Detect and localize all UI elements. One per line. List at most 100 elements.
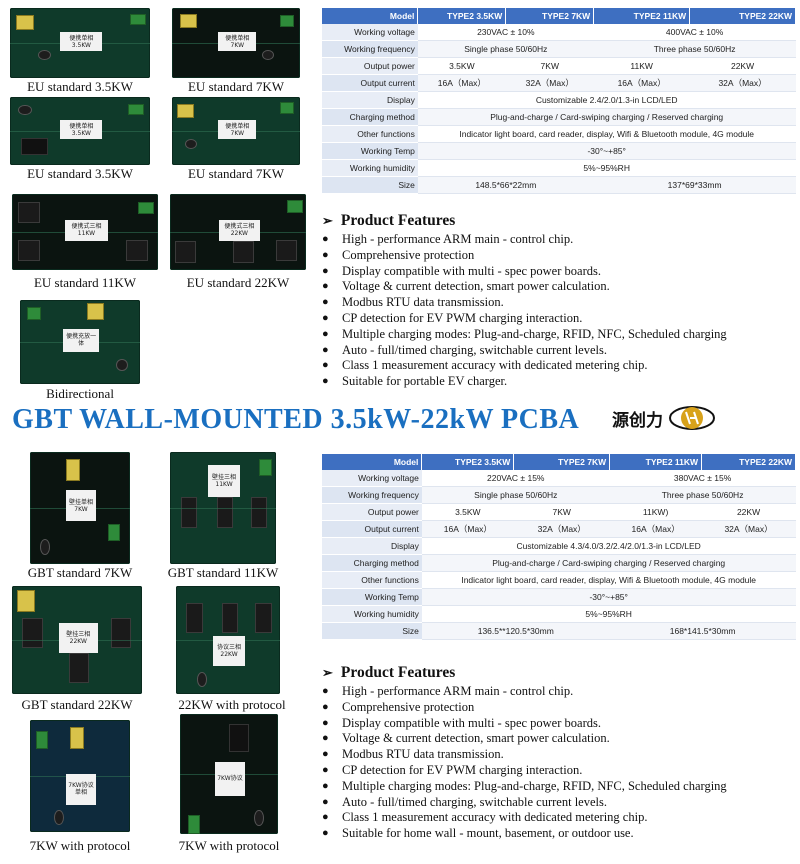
cell: 11KW) bbox=[609, 503, 702, 521]
table-row: Working humidity 5%~95%RH bbox=[322, 605, 796, 623]
list-item: Modbus RTU data transmission. bbox=[322, 295, 798, 311]
arrow-right-icon: ➢ bbox=[322, 213, 333, 228]
row-label: Size bbox=[322, 622, 422, 640]
product-photo-22kw-protocol: 协议三相 22KW bbox=[176, 586, 280, 694]
row-label: Working frequency bbox=[322, 486, 422, 504]
table-row: Other functions Indicator light board, c… bbox=[322, 125, 796, 143]
cell: Single phase 50/60Hz bbox=[421, 486, 610, 504]
board-label: 便携单相 7KW bbox=[218, 31, 257, 52]
table-row: Working Temp -30°~+85° bbox=[322, 588, 796, 606]
board-label: 便携式三相 11KW bbox=[64, 219, 109, 242]
product-photo-eu-7kw-b: 便携单相 7KW bbox=[172, 97, 300, 165]
table-header: TYPE2 7KW bbox=[513, 454, 611, 470]
row-label: Display bbox=[322, 91, 418, 109]
table-row: Working Temp -30°~+85° bbox=[322, 142, 796, 160]
cell: 3.5KW bbox=[417, 57, 506, 75]
product-caption: EU standard 7KW bbox=[187, 166, 285, 181]
board-label: 便携充放一体 bbox=[63, 328, 100, 353]
cell: 400VAC ± 10% bbox=[593, 24, 796, 41]
table-header: Model bbox=[322, 454, 423, 470]
list-item: Suitable for home wall - mount, basement… bbox=[322, 826, 798, 842]
list-item: High - performance ARM main - control ch… bbox=[322, 684, 798, 700]
product-photo-eu-7kw: 便携单相 7KW bbox=[172, 8, 300, 78]
cell: 5%~95%RH bbox=[421, 605, 796, 623]
table-header: TYPE2 11KW bbox=[593, 8, 691, 24]
feature-list: High - performance ARM main - control ch… bbox=[322, 684, 798, 842]
cell: Indicator light board, card reader, disp… bbox=[417, 125, 796, 143]
table-row: Other functions Indicator light board, c… bbox=[322, 571, 796, 589]
product-caption: EU standard 22KW bbox=[186, 275, 290, 290]
table-header: TYPE2 11KW bbox=[609, 454, 703, 470]
cell: 168*141.5*30mm bbox=[609, 622, 796, 640]
row-label: Other functions bbox=[322, 571, 422, 589]
table-row: Size 136.5**120.5*30mm 168*141.5*30mm bbox=[322, 622, 796, 640]
table-row: Working voltage 220VAC ± 15% 380VAC ± 15… bbox=[322, 470, 796, 487]
list-item: High - performance ARM main - control ch… bbox=[322, 232, 798, 248]
table-row: Charging method Plug-and-charge / Card-s… bbox=[322, 554, 796, 572]
row-label: Output power bbox=[322, 503, 422, 521]
cell: Customizable 2.4/2.0/1.3-in LCD/LED bbox=[417, 91, 796, 109]
features-bottom: ➢ Product Features High - performance AR… bbox=[322, 664, 798, 842]
row-label: Working Temp bbox=[322, 142, 418, 160]
row-label: Working voltage bbox=[322, 24, 418, 41]
table-header: TYPE2 3.5KW bbox=[421, 454, 515, 470]
board-label: 便携式三相 22KW bbox=[218, 219, 260, 242]
cell: Plug-and-charge / Card-swiping charging … bbox=[417, 108, 796, 126]
cell: 220VAC ± 15% bbox=[421, 470, 610, 487]
list-item: Comprehensive protection bbox=[322, 700, 798, 716]
cell: 16A（Max） bbox=[593, 74, 690, 92]
product-caption: EU standard 7KW bbox=[187, 79, 285, 94]
board-label: 壁挂三相 11KW bbox=[208, 465, 240, 497]
table-row: Charging method Plug-and-charge / Card-s… bbox=[322, 108, 796, 126]
list-item: Display compatible with multi - spec pow… bbox=[322, 264, 798, 280]
cell: 16A（Max） bbox=[609, 520, 702, 538]
product-photo-bidirectional: 便携充放一体 bbox=[20, 300, 140, 384]
row-label: Output current bbox=[322, 74, 418, 92]
features-top: ➢ Product Features High - performance AR… bbox=[322, 212, 798, 390]
brand-logo-group: 源创力 bbox=[612, 404, 717, 432]
product-caption: 7KW with protocol bbox=[29, 838, 131, 853]
product-caption: 7KW with protocol bbox=[178, 838, 280, 853]
cell: 32A（Max） bbox=[513, 520, 610, 538]
cell: Three phase 50/60Hz bbox=[609, 486, 796, 504]
row-label: Charging method bbox=[322, 554, 422, 572]
cell: Plug-and-charge / Card-swiping charging … bbox=[421, 554, 796, 572]
cell: 7KW bbox=[513, 503, 610, 521]
cell: 148.5*66*22mm bbox=[417, 176, 594, 194]
table-header: TYPE2 22KW bbox=[689, 8, 796, 24]
spec-table-bottom: Model TYPE2 3.5KW TYPE2 7KW TYPE2 11KW T… bbox=[322, 454, 796, 640]
product-caption: EU standard 11KW bbox=[33, 275, 137, 290]
board-label: 便携单相 7KW bbox=[218, 120, 257, 140]
list-item: Auto - full/timed charging, switchable c… bbox=[322, 343, 798, 359]
features-title-text: Product Features bbox=[340, 212, 456, 229]
product-photo-gbt-7kw: 壁挂单相 7KW bbox=[30, 452, 130, 564]
row-label: Output current bbox=[322, 520, 422, 538]
table-header: TYPE2 22KW bbox=[701, 454, 796, 470]
list-item: Modbus RTU data transmission. bbox=[322, 747, 798, 763]
list-item: CP detection for EV PWM charging interac… bbox=[322, 763, 798, 779]
board-label: 便携单相 3.5KW bbox=[60, 120, 103, 140]
cell: -30°~+85° bbox=[417, 142, 796, 160]
board-label: 壁挂单相 7KW bbox=[66, 490, 96, 522]
brand-name: 源创力 bbox=[612, 410, 663, 431]
feature-list: High - performance ARM main - control ch… bbox=[322, 232, 798, 390]
table-header: TYPE2 7KW bbox=[505, 8, 595, 24]
table-row: Display Customizable 2.4/2.0/1.3-in LCD/… bbox=[322, 91, 796, 109]
product-caption: 22KW with protocol bbox=[178, 697, 286, 712]
table-row: Display Customizable 4.3/4.0/3.2/2.4/2.0… bbox=[322, 537, 796, 555]
list-item: Auto - full/timed charging, switchable c… bbox=[322, 795, 798, 811]
row-label: Output power bbox=[322, 57, 418, 75]
list-item: Class 1 measurement accuracy with dedica… bbox=[322, 358, 798, 374]
list-item: Multiple charging modes: Plug-and-charge… bbox=[322, 779, 798, 795]
product-caption: EU standard 3.5KW bbox=[27, 166, 133, 181]
board-label: 便携单相 3.5KW bbox=[60, 31, 103, 52]
cell: 16A（Max） bbox=[417, 74, 506, 92]
cell: 137*69*33mm bbox=[593, 176, 796, 194]
table-row: Working humidity 5%~95%RH bbox=[322, 159, 796, 177]
product-photo-gbt-11kw: 壁挂三相 11KW bbox=[170, 452, 276, 564]
row-label: Charging method bbox=[322, 108, 418, 126]
board-label: 协议三相 22KW bbox=[213, 635, 245, 666]
cell: 136.5**120.5*30mm bbox=[421, 622, 610, 640]
cell: 22KW bbox=[701, 503, 796, 521]
cell: Single phase 50/60Hz bbox=[417, 40, 594, 58]
